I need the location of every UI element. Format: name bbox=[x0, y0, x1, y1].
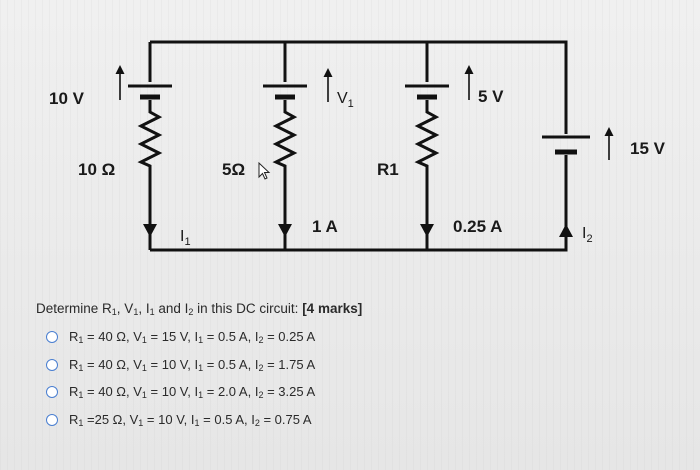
arrow-down-icon bbox=[143, 224, 157, 237]
answer-option-label: R1 = 40 Ω, V1 = 10 V, I1 = 2.0 A, I2 = 3… bbox=[69, 384, 316, 400]
arrow-up-icon bbox=[604, 127, 614, 136]
battery-15v bbox=[542, 135, 590, 155]
label-i1: I1 bbox=[180, 228, 191, 248]
batteries bbox=[128, 84, 590, 155]
question-marks: [4 marks] bbox=[302, 301, 363, 316]
answer-option-label: R1 = 40 Ω, V1 = 15 V, I1 = 0.5 A, I2 = 0… bbox=[69, 329, 316, 345]
arrow-down-icon bbox=[420, 224, 434, 237]
label-10v: 10 V bbox=[49, 89, 85, 108]
question-text: Determine R1, V1, I1 and I2 in this DC c… bbox=[36, 301, 362, 317]
battery-5v bbox=[405, 84, 449, 100]
bottom-rail-wire bbox=[150, 155, 568, 252]
label-1a: 1 A bbox=[312, 217, 338, 236]
arrow-up-icon bbox=[559, 224, 573, 237]
answer-option-1[interactable]: R1 = 40 Ω, V1 = 15 V, I1 = 0.5 A, I2 = 0… bbox=[46, 328, 315, 346]
arrow-up-icon bbox=[464, 65, 474, 74]
arrow-up-icon bbox=[323, 68, 333, 77]
label-5-ohm: 5Ω bbox=[222, 160, 245, 179]
label-10-ohm: 10 Ω bbox=[78, 160, 115, 179]
question-prompt: Determine R1, V1, I1 and I2 in this DC c… bbox=[36, 301, 303, 317]
answer-options: R1 = 40 Ω, V1 = 15 V, I1 = 0.5 A, I2 = 0… bbox=[46, 328, 315, 438]
radio-button[interactable] bbox=[46, 358, 58, 371]
answer-option-4[interactable]: R1 =25 Ω, V1 = 10 V, I1 = 0.5 A, I2 = 0.… bbox=[46, 411, 315, 429]
answer-option-label: R1 =25 Ω, V1 = 10 V, I1 = 0.5 A, I2 = 0.… bbox=[69, 411, 312, 428]
label-r1: R1 bbox=[377, 160, 399, 179]
circuit-diagram: 10 V 10 Ω 5Ω V1 R1 5 V 15 V I1 1 A 0.25 … bbox=[49, 40, 666, 252]
answer-option-2[interactable]: R1 = 40 Ω, V1 = 10 V, I1 = 0.5 A, I2 = 1… bbox=[46, 356, 315, 374]
radio-button[interactable] bbox=[46, 413, 58, 426]
label-i2: I2 bbox=[582, 225, 593, 245]
resistor-r1 bbox=[414, 106, 440, 170]
mouse-cursor-icon bbox=[258, 161, 271, 180]
label-v1: V1 bbox=[337, 90, 354, 110]
resistor-5-ohm bbox=[272, 106, 298, 170]
current-arrows bbox=[143, 224, 573, 237]
voltage-arrows bbox=[115, 65, 614, 160]
battery-v1 bbox=[263, 84, 307, 100]
resistor-10-ohm bbox=[137, 106, 163, 170]
arrow-down-icon bbox=[278, 224, 292, 237]
radio-button[interactable] bbox=[46, 386, 58, 398]
radio-button[interactable] bbox=[46, 331, 58, 343]
label-15v: 15 V bbox=[630, 139, 666, 158]
label-0-25a: 0.25 A bbox=[453, 217, 502, 236]
top-rail-wire bbox=[150, 40, 568, 134]
battery-10v bbox=[128, 84, 172, 100]
arrow-up-icon bbox=[115, 65, 125, 74]
label-5v: 5 V bbox=[478, 87, 504, 106]
answer-option-label: R1 = 40 Ω, V1 = 10 V, I1 = 0.5 A, I2 = 1… bbox=[69, 356, 316, 373]
answer-option-3[interactable]: R1 = 40 Ω, V1 = 10 V, I1 = 2.0 A, I2 = 3… bbox=[46, 383, 315, 401]
